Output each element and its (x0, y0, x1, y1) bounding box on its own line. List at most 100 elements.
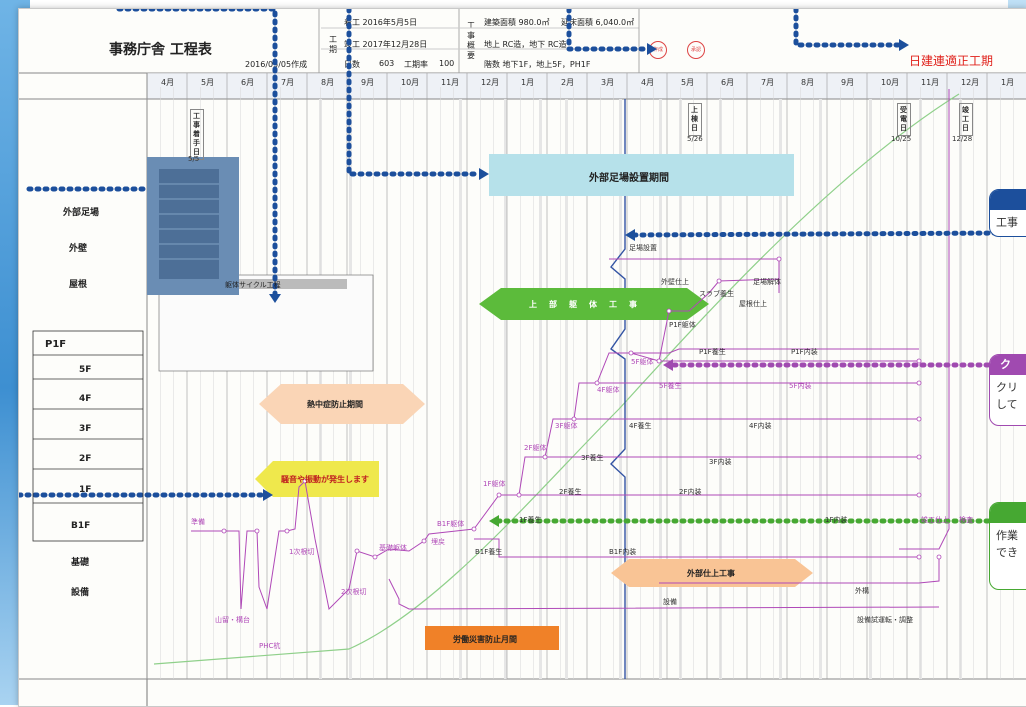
finish-banner (611, 559, 813, 587)
arrow-scaffold (479, 168, 489, 180)
arrow-stamp (647, 43, 657, 55)
month-label: 4月 (161, 78, 175, 87)
task-label-base-frame: 基礎躯体 (379, 544, 407, 552)
heat-banner (259, 384, 425, 424)
task-label-f1-interior: 1F内装 (825, 516, 848, 524)
task-label-f5-cure: 5F養生 (659, 382, 682, 390)
holiday-band (659, 99, 662, 679)
callout-network-head: ク (990, 355, 1026, 375)
structure: 地上 RC造，地下 RC造 (484, 40, 567, 49)
network-node (516, 492, 522, 498)
callout-b1f-body: 作業 でき (996, 529, 1018, 559)
network-node (542, 454, 548, 460)
arrow-optimal (899, 39, 909, 51)
task-label-equipment: 設備 (663, 598, 677, 606)
callout-network: ク クリ して (989, 354, 1026, 426)
task-label-mountain: 山留・構台 (215, 616, 250, 624)
progress-curve (153, 93, 960, 665)
milestone-complete-label: 竣工日 (959, 103, 973, 136)
task-label-p1f-cure: P1F養生 (699, 348, 726, 356)
row-label: 2F (79, 454, 92, 464)
network-node (916, 358, 922, 364)
network-node (628, 350, 634, 356)
floor-table (32, 330, 144, 542)
arrow-cycle (269, 294, 281, 303)
task-label-p1f-interior: P1F内装 (791, 348, 818, 356)
task-label-excavation1: 1次根切 (289, 548, 315, 556)
network-node (284, 528, 290, 534)
days-value: 603 (379, 59, 395, 68)
task-label-scaffold-remove: 足場解体 (753, 278, 781, 286)
end-date: 竣工 2017年12月28日 (344, 40, 428, 49)
row-label: P1F (45, 339, 67, 350)
network-node (916, 380, 922, 386)
network-node (916, 492, 922, 498)
holiday-band (619, 99, 622, 679)
month-label: 8月 (801, 78, 815, 87)
callout-scaffold-head (990, 190, 1026, 210)
network-node (254, 528, 260, 534)
row-label: 4F (79, 394, 92, 404)
task-label-f3-cure: 3F養生 (581, 454, 604, 462)
task-label-slab-cure: スラブ養生 (699, 290, 734, 298)
milestone-start-date: 5/5 (188, 155, 200, 163)
task-label-f4-cure: 4F養生 (629, 422, 652, 430)
arrow-network (663, 359, 673, 371)
task-label-f3-frame: 3F躯体 (555, 422, 578, 430)
task-label-excavation2: 2次根切 (341, 588, 367, 596)
month-label: 12月 (961, 78, 980, 87)
task-label-f2-interior: 2F内装 (679, 488, 702, 496)
task-label-final: 竣工仕上 (921, 516, 949, 524)
noise-banner (255, 461, 379, 497)
task-label-f1-cure: 1F養生 (519, 516, 542, 524)
month-label: 5月 (681, 78, 695, 87)
network-lines (191, 89, 950, 611)
scaffold-banner (489, 154, 794, 196)
network-node (916, 554, 922, 560)
milestone-start-label: 工事着手日 (190, 109, 204, 160)
gantt-chart (19, 9, 1026, 706)
stamp-approved: 承認 (687, 41, 705, 59)
row-label: B1F (71, 521, 91, 531)
holiday-band (565, 99, 568, 679)
holiday-band (539, 99, 542, 679)
network-node (471, 526, 477, 532)
network-node (421, 538, 427, 544)
schedule-sheet: 事務庁舎 工程表 2016/05/05作成 工期 着工 2016年5月5日 竣工… (18, 8, 1026, 707)
holiday-band (869, 99, 872, 679)
task-label-b1f-interior: B1F内装 (609, 548, 637, 556)
today-line (610, 99, 626, 679)
safety-banner-text: 労働災害防止月間 (453, 635, 517, 644)
month-label: 1月 (521, 78, 535, 87)
start-date: 着工 2016年5月5日 (344, 18, 418, 27)
callout-b1f: 作業 でき (989, 502, 1026, 590)
callout-network-body: クリ して (996, 381, 1018, 411)
holiday-band (459, 99, 462, 679)
month-label: 4月 (641, 78, 655, 87)
task-label-exterior-finish: 外壁仕上 (661, 278, 689, 286)
task-label-b1f-cure: B1F養生 (475, 548, 503, 556)
network-node (656, 358, 662, 364)
task-label-roof-finish: 屋根仕上 (739, 300, 767, 308)
network-node (496, 492, 502, 498)
month-label: 2月 (561, 78, 575, 87)
row-label: 3F (79, 424, 92, 434)
network-node (666, 308, 672, 314)
network-node (776, 256, 782, 262)
task-label-b1f-frame: B1F躯体 (437, 520, 465, 528)
floors: 階数 地下1F，地上5F，PH1F (484, 60, 591, 69)
network-node (372, 554, 378, 560)
callout-scaffold-body: 工事 (996, 216, 1018, 229)
network-node (916, 416, 922, 422)
safety-banner (425, 626, 559, 650)
milestone-power-date: 10/25 (891, 135, 912, 143)
month-label: 11月 (441, 78, 460, 87)
dotted-connectors (19, 9, 1007, 524)
milestone-topping-date: 5/26 (687, 135, 703, 143)
row-label: 屋根 (69, 280, 88, 290)
month-label: 9月 (361, 78, 375, 87)
holiday-band (819, 99, 822, 679)
task-label-f2-cure: 2F養生 (559, 488, 582, 496)
milestone-topping-label: 上棟日 (688, 103, 702, 136)
month-label: 12月 (481, 78, 500, 87)
